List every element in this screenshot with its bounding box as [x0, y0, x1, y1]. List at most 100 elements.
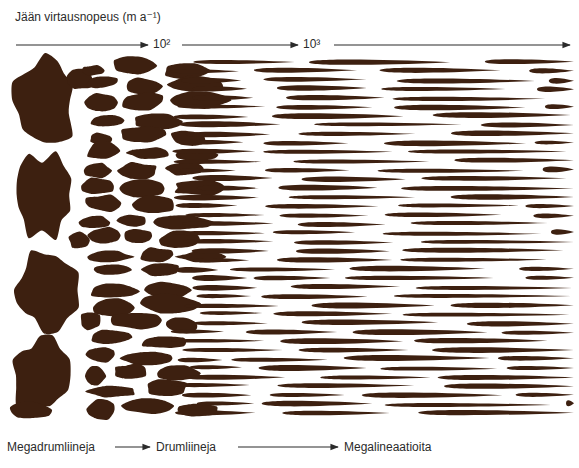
bedform [183, 239, 273, 244]
bedform [282, 411, 390, 416]
bedform [265, 168, 350, 172]
bedform [467, 321, 574, 326]
bedform [433, 112, 571, 118]
bedform [178, 358, 223, 363]
bedform [529, 68, 574, 73]
bedform [277, 383, 414, 388]
bedform [397, 78, 535, 83]
velocity-value: 10³ [302, 37, 321, 51]
bedform [192, 95, 253, 101]
bedform [276, 105, 372, 110]
bedform [507, 366, 574, 370]
bedform [408, 149, 567, 153]
axis-title: Jään virtausnopeus (m a⁻¹) [14, 10, 162, 24]
bedform [172, 149, 255, 154]
bedform [230, 268, 335, 272]
bedform [87, 251, 134, 263]
bedform [179, 121, 281, 127]
bedform [200, 311, 263, 315]
bedform [344, 355, 490, 361]
bedform [392, 97, 545, 101]
bedform [85, 195, 121, 212]
bedform [263, 141, 348, 146]
bedform [192, 258, 250, 262]
bedform [277, 85, 367, 91]
bedform [148, 379, 187, 396]
bedform [380, 367, 497, 371]
bedform [192, 321, 267, 325]
bedform [91, 284, 140, 298]
bedform [549, 78, 574, 84]
bedform [140, 294, 201, 314]
bedform [277, 257, 392, 262]
bedform [141, 263, 179, 276]
bedform [293, 159, 429, 163]
bedform [299, 348, 409, 353]
bedform [197, 186, 259, 191]
bedform [444, 384, 574, 389]
bedform [385, 212, 502, 217]
bedform [314, 122, 462, 126]
bedform [140, 247, 173, 262]
bedform [362, 393, 503, 398]
bedform [498, 356, 574, 361]
bedform [82, 65, 105, 76]
bedform [119, 179, 164, 197]
bedform [400, 258, 546, 262]
bedform [11, 53, 72, 143]
bedform [193, 60, 294, 64]
bedform [184, 304, 279, 308]
bedform [176, 168, 236, 172]
bedform [196, 294, 251, 298]
bedform [380, 68, 501, 73]
bedform [69, 231, 90, 248]
velocity-arrow [16, 44, 148, 45]
bedform [525, 204, 574, 208]
bedform [401, 186, 574, 191]
bedform [178, 140, 243, 145]
bedform [353, 329, 488, 335]
bedform [502, 331, 574, 335]
bedform [451, 194, 574, 199]
bedform [254, 68, 357, 73]
bedform [114, 56, 157, 74]
bedform [263, 150, 392, 154]
bedform [279, 213, 368, 217]
bedform [186, 132, 270, 137]
bedform [312, 302, 435, 308]
bedform [403, 313, 570, 317]
bedform [121, 126, 166, 142]
bedform [270, 393, 345, 397]
bedform [121, 398, 174, 414]
bedform [566, 400, 574, 406]
bedform [87, 227, 120, 244]
bedform [192, 285, 257, 291]
bedform [296, 248, 390, 253]
bedform [289, 195, 415, 199]
bedform [272, 113, 404, 119]
bedform [86, 399, 114, 420]
bedform [111, 313, 162, 330]
bedform [127, 77, 163, 95]
bedform-label: Megalineaatioita [343, 440, 432, 454]
bedform [181, 78, 241, 84]
bedform [182, 393, 252, 398]
bedform [381, 87, 505, 91]
bedform [81, 178, 114, 194]
bedform [298, 222, 386, 227]
bedform [177, 105, 265, 109]
bedform [414, 338, 547, 343]
bedform [94, 265, 132, 275]
bedform [516, 393, 574, 397]
bedform [451, 130, 574, 136]
bedform [259, 365, 367, 371]
bedform [171, 330, 224, 334]
bedform [345, 276, 493, 280]
bedform [416, 286, 573, 290]
bedform [182, 221, 274, 226]
bedform [84, 163, 112, 179]
bedform [231, 358, 328, 362]
bedform-label: Drumliineja [155, 440, 217, 454]
bedform [438, 375, 574, 380]
bedform [13, 335, 71, 407]
